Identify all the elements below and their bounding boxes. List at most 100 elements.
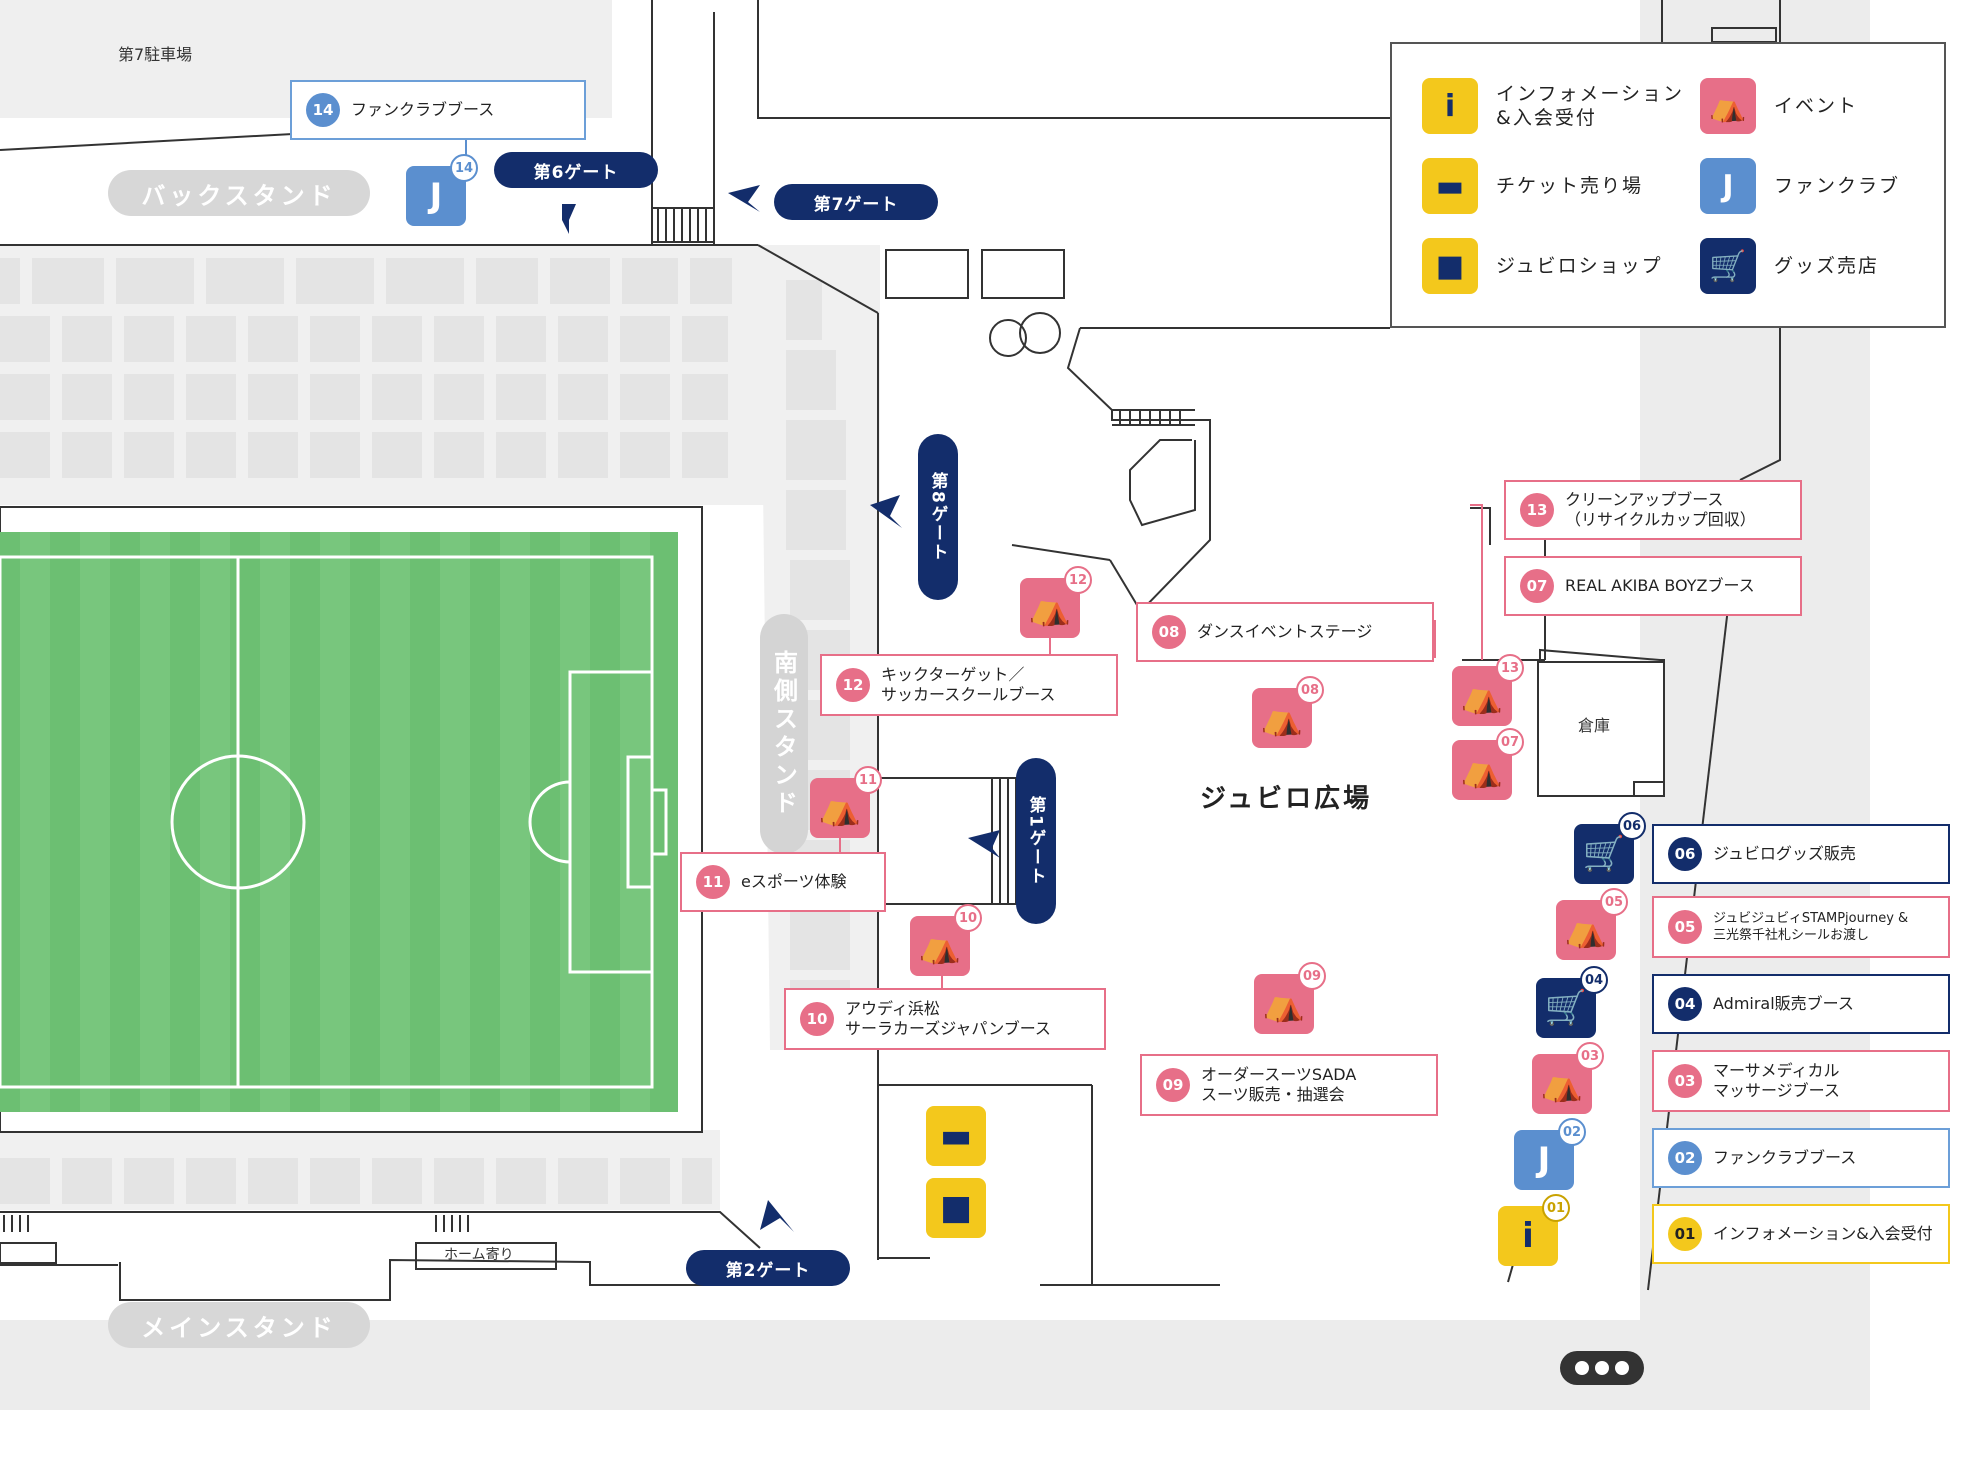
j-logo-icon: J xyxy=(1700,158,1756,214)
marker-badge: 08 xyxy=(1296,676,1324,704)
booth-name: eスポーツ体験 xyxy=(741,872,847,891)
event-marker-09[interactable]: ⛺09 xyxy=(1254,962,1326,1034)
event-marker-08[interactable]: ⛺08 xyxy=(1252,676,1324,748)
tent-icon: ⛺ xyxy=(1564,910,1608,950)
south-stand-label: 南側スタンド xyxy=(760,614,808,854)
event-marker-11[interactable]: ⛺11 xyxy=(810,766,882,838)
legend-label: ジュビロショップ xyxy=(1496,255,1663,277)
marker-badge: 06 xyxy=(1618,812,1646,840)
event-marker-03[interactable]: ⛺03 xyxy=(1532,1042,1604,1114)
tent-icon: ⛺ xyxy=(1028,588,1072,628)
event-marker-05[interactable]: ⛺05 xyxy=(1556,888,1628,960)
storage-label: 倉庫 xyxy=(1578,716,1611,735)
legend-item-goods: 🛒 グッズ売店 xyxy=(1700,238,1879,294)
goods-marker-04[interactable]: 🛒04 xyxy=(1536,966,1608,1038)
back-stand-label: バックスタンド xyxy=(108,170,370,216)
bag-icon: ■ xyxy=(1422,238,1478,294)
tent-icon: ⛺ xyxy=(1262,984,1306,1024)
legend-label: ファンクラブ xyxy=(1774,175,1901,197)
tent-icon: ⛺ xyxy=(1460,750,1504,790)
booth-label-03[interactable]: 03 マーサメディカル マッサージブース xyxy=(1652,1050,1950,1112)
legend-item-event: ⛺ イベント xyxy=(1700,78,1858,134)
goods-marker-06[interactable]: 🛒06 xyxy=(1574,812,1646,884)
booth-name: クリーンアップブース （リサイクルカップ回収） xyxy=(1565,490,1756,529)
event-marker-13[interactable]: ⛺13 xyxy=(1452,654,1524,726)
booth-name: Admiral販売ブース xyxy=(1713,994,1854,1013)
booth-number: 02 xyxy=(1668,1141,1702,1175)
booth-number: 03 xyxy=(1668,1064,1702,1098)
cart-icon: 🛒 xyxy=(1582,834,1626,874)
marker-badge: 13 xyxy=(1496,654,1524,682)
booth-number: 12 xyxy=(836,668,870,702)
map-title: ジュビロ広場 xyxy=(1200,784,1373,814)
marker-badge: 10 xyxy=(954,904,982,932)
info-marker-01[interactable]: i 01 xyxy=(1498,1194,1570,1266)
event-marker-07[interactable]: ⛺07 xyxy=(1452,728,1524,800)
booth-number: 09 xyxy=(1156,1068,1190,1102)
booth-name: キックターゲット／ サッカースクールブース xyxy=(881,665,1056,704)
booth-name: ファンクラブブース xyxy=(351,100,495,119)
legend-label: イベント xyxy=(1774,95,1859,117)
booth-label-10[interactable]: 10 アウディ浜松 サーラカーズジャパンブース xyxy=(784,988,1106,1050)
tent-icon: ⛺ xyxy=(818,788,862,828)
booth-label-12[interactable]: 12 キックターゲット／ サッカースクールブース xyxy=(820,654,1118,716)
event-marker-12[interactable]: ⛺12 xyxy=(1020,566,1092,638)
more-button[interactable] xyxy=(1560,1351,1644,1385)
booth-number: 10 xyxy=(800,1002,834,1036)
booth-number: 06 xyxy=(1668,837,1702,871)
gate-1[interactable]: 第1ゲート xyxy=(1016,758,1056,924)
jubilo-shop-marker[interactable]: ■ xyxy=(926,1178,986,1238)
booth-name: マーサメディカル マッサージブース xyxy=(1713,1061,1840,1100)
booth-label-04[interactable]: 04 Admiral販売ブース xyxy=(1652,974,1950,1034)
legend-item-info: i インフォメーション &入会受付 xyxy=(1422,78,1684,134)
booth-label-08[interactable]: 08 ダンスイベントステージ xyxy=(1136,602,1434,662)
event-marker-10[interactable]: ⛺10 xyxy=(910,904,982,976)
booth-name: ジュビジュビィSTAMPjourney & 三光祭千社札シールお渡し xyxy=(1713,911,1909,943)
tent-icon: ⛺ xyxy=(918,926,962,966)
info-icon: i xyxy=(1522,1216,1534,1256)
cart-icon: 🛒 xyxy=(1700,238,1756,294)
marker-badge: 09 xyxy=(1298,962,1326,990)
marker-badge: 02 xyxy=(1558,1118,1586,1146)
booth-label-09[interactable]: 09 オーダースーツSADA スーツ販売・抽選会 xyxy=(1140,1054,1438,1116)
booth-name: オーダースーツSADA スーツ販売・抽選会 xyxy=(1201,1065,1357,1104)
legend-label: チケット売り場 xyxy=(1496,175,1644,197)
gate-6[interactable]: 第6ゲート xyxy=(494,152,658,188)
j-logo-icon: J xyxy=(429,176,443,216)
booth-label-13[interactable]: 13 クリーンアップブース （リサイクルカップ回収） xyxy=(1504,480,1802,540)
gate-8[interactable]: 第8ゲート xyxy=(918,434,958,600)
dot-icon xyxy=(1615,1361,1629,1375)
ticket-icon: ▬ xyxy=(1422,158,1478,214)
tent-icon: ⛺ xyxy=(1700,78,1756,134)
booth-number: 08 xyxy=(1152,615,1186,649)
bag-icon: ■ xyxy=(939,1188,973,1228)
ticket-office-marker[interactable]: ▬ xyxy=(926,1106,986,1166)
legend-label: グッズ売店 xyxy=(1774,255,1880,277)
marker-badge: 03 xyxy=(1576,1042,1604,1070)
booth-number: 04 xyxy=(1668,987,1702,1021)
dot-icon xyxy=(1595,1361,1609,1375)
info-icon: i xyxy=(1422,78,1478,134)
booth-name: インフォメーション&入会受付 xyxy=(1713,1224,1933,1243)
booth-number: 13 xyxy=(1520,493,1554,527)
marker-badge: 01 xyxy=(1542,1194,1570,1222)
legend-item-shop: ■ ジュビロショップ xyxy=(1422,238,1663,294)
gate-2[interactable]: 第2ゲート xyxy=(686,1250,850,1286)
marker-badge: 12 xyxy=(1064,566,1092,594)
legend-label: インフォメーション &入会受付 xyxy=(1496,83,1685,129)
booth-name: ダンスイベントステージ xyxy=(1197,622,1373,641)
gate-7[interactable]: 第7ゲート xyxy=(774,184,938,220)
legend-item-fanclub: J ファンクラブ xyxy=(1700,158,1900,214)
legend: i インフォメーション &入会受付 ⛺ イベント ▬ チケット売り場 J ファン… xyxy=(1390,42,1946,328)
booth-name: アウディ浜松 サーラカーズジャパンブース xyxy=(845,999,1051,1038)
